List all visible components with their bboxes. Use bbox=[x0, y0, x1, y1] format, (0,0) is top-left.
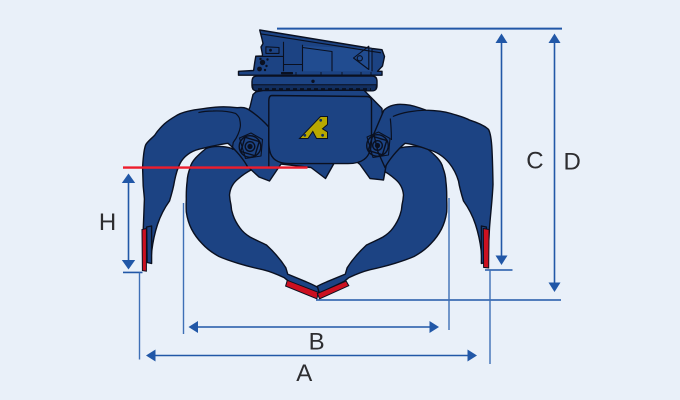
svg-text:A: A bbox=[296, 360, 312, 387]
svg-text:C: C bbox=[526, 147, 543, 174]
svg-text:B: B bbox=[309, 329, 325, 356]
svg-text:H: H bbox=[99, 209, 116, 236]
svg-text:D: D bbox=[564, 148, 581, 175]
